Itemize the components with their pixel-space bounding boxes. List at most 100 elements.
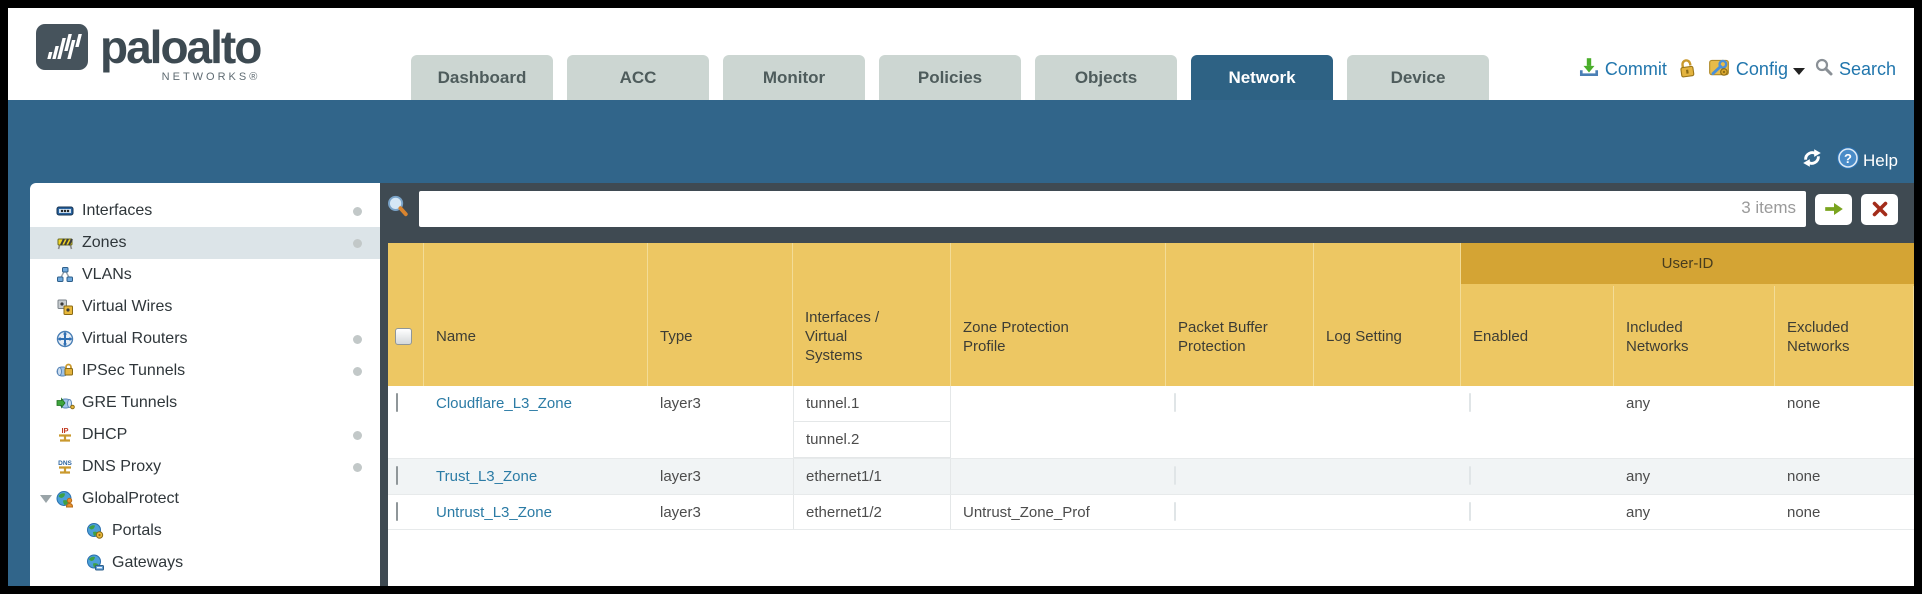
globalprotect-icon: [55, 490, 75, 508]
col-header-zone-protection-profile[interactable]: Zone Protection Profile: [951, 243, 1166, 386]
col-header-log-setting[interactable]: Log Setting: [1314, 243, 1461, 386]
svg-text:IP: IP: [61, 426, 68, 435]
status-dot: [353, 430, 362, 440]
status-dot: [353, 238, 362, 248]
commit-button[interactable]: Commit: [1578, 56, 1667, 83]
col-header-included-networks[interactable]: Included Networks: [1614, 243, 1775, 386]
virtual-wires-icon: [55, 298, 75, 316]
search-icon: [1814, 57, 1834, 82]
status-dot: [353, 206, 362, 216]
user-id-enabled-checkbox[interactable]: [1469, 393, 1471, 412]
sidebar-item-interfaces[interactable]: Interfaces: [30, 195, 380, 227]
app-window: paloalto NETWORKS® Dashboard ACC Monitor…: [8, 8, 1914, 586]
zone-name-link[interactable]: Trust_L3_Zone: [436, 468, 538, 485]
packet-buffer-checkbox[interactable]: [1174, 466, 1176, 485]
col-header-packet-buffer-protection[interactable]: Packet Buffer Protection: [1166, 243, 1314, 386]
sidebar-item-zones[interactable]: Zones: [30, 227, 380, 259]
top-header: paloalto NETWORKS® Dashboard ACC Monitor…: [8, 8, 1914, 100]
expander-icon[interactable]: [36, 495, 55, 503]
tab-policies[interactable]: Policies: [879, 55, 1021, 100]
zones-table: User-ID Name Type Interfaces / Virtual S…: [388, 243, 1914, 586]
brand-logo: paloalto NETWORKS®: [36, 21, 262, 83]
content-area: Interfaces Zones: [8, 183, 1914, 586]
row-checkbox[interactable]: [396, 466, 398, 485]
status-dot: [353, 334, 362, 344]
packet-buffer-checkbox[interactable]: [1174, 502, 1176, 521]
vlans-icon: [55, 266, 75, 284]
filter-input[interactable]: [419, 191, 1806, 227]
dns-proxy-icon: DNS: [55, 458, 75, 476]
col-header-excluded-networks[interactable]: Excluded Networks: [1775, 243, 1914, 386]
select-all-checkbox[interactable]: [395, 328, 412, 345]
zones-icon: [55, 234, 75, 252]
sidebar: Interfaces Zones: [8, 183, 380, 586]
svg-text:DNS: DNS: [58, 460, 72, 467]
clear-filter-button[interactable]: [1861, 193, 1898, 225]
user-id-enabled-checkbox[interactable]: [1469, 502, 1471, 521]
packet-buffer-checkbox[interactable]: [1174, 393, 1176, 412]
help-button[interactable]: ? Help: [1836, 146, 1898, 175]
interface-value: ethernet1/2: [806, 504, 882, 521]
col-header-interfaces[interactable]: Interfaces / Virtual Systems: [793, 243, 951, 386]
sidebar-item-virtual-routers[interactable]: Virtual Routers: [30, 323, 380, 355]
tab-objects[interactable]: Objects: [1035, 55, 1177, 100]
interface-value: tunnel.1: [794, 386, 950, 422]
row-checkbox[interactable]: [396, 393, 398, 412]
table-header: User-ID Name Type Interfaces / Virtual S…: [388, 243, 1914, 386]
row-checkbox[interactable]: [396, 502, 398, 521]
ipsec-tunnels-icon: [55, 362, 75, 380]
paloalto-logo-icon: [36, 24, 88, 75]
tab-network[interactable]: Network: [1191, 55, 1333, 100]
interface-value: ethernet1/1: [806, 468, 882, 485]
sidebar-item-virtual-wires[interactable]: Virtual Wires: [30, 291, 380, 323]
sidebar-item-globalprotect[interactable]: GlobalProtect: [30, 483, 380, 515]
table-row: Untrust_L3_Zone layer3 ethernet1/2 Untru…: [388, 494, 1914, 530]
main-area: 3 items User-ID: [380, 183, 1914, 586]
sidebar-item-dhcp[interactable]: IP DHCP: [30, 419, 380, 451]
dhcp-icon: IP: [55, 426, 75, 444]
brand-name: paloalto: [100, 21, 262, 73]
sidebar-item-ipsec-tunnels[interactable]: IPSec Tunnels: [30, 355, 380, 387]
table-row: Trust_L3_Zone layer3 ethernet1/1 any non…: [388, 458, 1914, 494]
filter-search-icon: [386, 195, 410, 224]
lock-icon[interactable]: [1676, 56, 1698, 83]
sub-header-band: ? Help: [8, 100, 1914, 183]
col-header-enabled[interactable]: Enabled: [1461, 243, 1614, 386]
refresh-icon[interactable]: [1800, 147, 1824, 174]
col-header-type[interactable]: Type: [648, 243, 793, 386]
config-menu[interactable]: Config: [1707, 56, 1805, 83]
col-header-name[interactable]: Name: [424, 243, 648, 386]
status-dot: [353, 366, 362, 376]
sidebar-item-vlans[interactable]: VLANs: [30, 259, 380, 291]
zone-name-link[interactable]: Untrust_L3_Zone: [436, 504, 552, 521]
interface-value: tunnel.2: [794, 422, 950, 458]
zone-name-link[interactable]: Cloudflare_L3_Zone: [436, 395, 572, 412]
commit-icon: [1578, 56, 1600, 83]
table-row: Cloudflare_L3_Zone layer3 tunnel.1 tunne…: [388, 386, 1914, 458]
tab-monitor[interactable]: Monitor: [723, 55, 865, 100]
filter-bar: 3 items: [380, 183, 1914, 235]
tab-device[interactable]: Device: [1347, 55, 1489, 100]
user-id-enabled-checkbox[interactable]: [1469, 466, 1471, 485]
global-search[interactable]: Search: [1814, 57, 1896, 82]
tab-dashboard[interactable]: Dashboard: [411, 55, 553, 100]
chevron-down-icon: [1792, 67, 1805, 75]
sidebar-item-gre-tunnels[interactable]: GRE Tunnels: [30, 387, 380, 419]
sidebar-item-dns-proxy[interactable]: DNS DNS Proxy: [30, 451, 380, 483]
sidebar-item-gateways[interactable]: Gateways: [30, 547, 380, 579]
sidebar-item-portals[interactable]: Portals: [30, 515, 380, 547]
main-nav-tabs: Dashboard ACC Monitor Policies Objects N…: [411, 55, 1489, 100]
status-dot: [353, 462, 362, 472]
tab-acc[interactable]: ACC: [567, 55, 709, 100]
svg-text:?: ?: [1844, 151, 1852, 166]
gre-tunnels-icon: [55, 394, 75, 412]
gateways-icon: [85, 554, 105, 572]
help-icon: ?: [1836, 146, 1860, 175]
portals-icon: [85, 522, 105, 540]
apply-filter-button[interactable]: [1815, 193, 1852, 225]
config-icon: [1707, 56, 1731, 83]
user-id-group-header: User-ID: [1461, 243, 1914, 286]
virtual-routers-icon: [55, 330, 75, 348]
header-utilities: Commit: [1578, 56, 1896, 83]
brand-sub: NETWORKS®: [161, 71, 261, 83]
